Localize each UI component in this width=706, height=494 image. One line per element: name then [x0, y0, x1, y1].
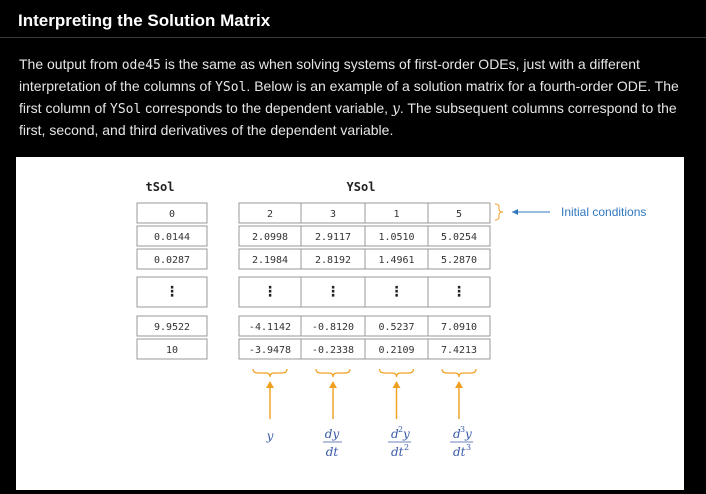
ysol-value: -0.8120 [312, 322, 354, 333]
ysol-value: 0.2109 [378, 345, 414, 356]
label-dt: dt [326, 445, 339, 459]
arrowhead-icon [329, 381, 337, 388]
ysol-cell [427, 315, 491, 337]
ysol-value: 1.0510 [378, 232, 414, 243]
ysol-header: YSol [347, 180, 376, 194]
label-d: d [453, 427, 461, 441]
ysol-value: 5.0254 [441, 232, 477, 243]
label-dy: dy [325, 427, 340, 441]
tsol-cell [136, 315, 208, 337]
matrix-diagram: tSol YSol 0 0.0144 0.0287 ⋮ 9.9522 10 2 3 1 5 2.0… [136, 180, 646, 459]
variable-y: y [391, 101, 400, 117]
ysol-value: ⋮ [390, 284, 404, 300]
tsol-value: 0 [169, 209, 175, 220]
ysol-value: 1.4961 [378, 255, 414, 266]
brace-icon [252, 368, 288, 378]
arrowhead-icon [392, 381, 401, 388]
ysol-value: ⋮ [452, 284, 466, 300]
ysol-value: 2.0998 [252, 232, 288, 243]
section-title: Interpreting the Solution Matrix [18, 11, 271, 30]
ysol-value: 2.1984 [252, 255, 288, 266]
initial-conditions-label: Initial conditions [561, 205, 646, 219]
ysol-cell [427, 248, 491, 270]
tsol-value: 10 [166, 345, 178, 356]
ysol-value: 7.4213 [441, 345, 477, 356]
ysol-value: ⋮ [263, 284, 277, 300]
superscript-3: 3 [460, 425, 465, 434]
brace-icon [378, 368, 415, 378]
label-y: y [266, 429, 274, 443]
brace-icon [494, 203, 504, 221]
ysol-value: ⋮ [326, 284, 340, 300]
tsol-cell [136, 225, 208, 247]
ysol-cell [427, 225, 491, 247]
arrowhead-icon [266, 381, 274, 388]
tsol-cell [136, 338, 208, 360]
ysol-cell [427, 338, 491, 360]
title-divider [0, 37, 706, 38]
initial-conditions-annotation: Initial conditions [494, 203, 646, 221]
derivative-labels: y dy dt d 2 y dt 2 d 3 y dt 3 [266, 425, 473, 459]
ysol-value: 2.8192 [315, 255, 351, 266]
arrowhead-icon [512, 209, 518, 215]
tsol-header: tSol [146, 180, 175, 194]
ysol-value: 5 [456, 209, 462, 220]
ysol-cell [427, 202, 491, 224]
tsol-column: 0 0.0144 0.0287 ⋮ 9.9522 10 [136, 202, 208, 360]
superscript-2: 2 [404, 443, 409, 452]
brace-icon [315, 368, 351, 378]
tsol-value: ⋮ [165, 284, 179, 300]
column-arrows [252, 368, 477, 419]
ysol-cell [364, 276, 429, 308]
brace-icon [441, 368, 477, 378]
ysol-value: -4.1142 [249, 322, 291, 333]
solution-matrix-figure: tSol YSol 0 0.0144 0.0287 ⋮ 9.9522 10 2 3 1 5 2.0… [16, 157, 684, 490]
ysol-value: 1 [393, 209, 399, 220]
label-y: y [464, 427, 472, 441]
ysol-cell [427, 276, 491, 308]
ysol-value: -3.9478 [249, 345, 291, 356]
superscript-3: 3 [466, 443, 471, 452]
label-y: y [402, 427, 410, 441]
ysol-value: 5.2870 [441, 255, 477, 266]
label-dt: dt [453, 445, 466, 459]
tsol-value: 0.0287 [154, 255, 190, 266]
tsol-cell [136, 248, 208, 270]
ysol-value: 2 [267, 209, 273, 220]
ysol-value: -0.2338 [312, 345, 354, 356]
arrowhead-icon [455, 381, 463, 388]
ysol-cell [238, 276, 302, 308]
tsol-value: 0.0144 [154, 232, 190, 243]
label-dt: dt [391, 445, 404, 459]
ysol-matrix: 2 3 1 5 2.0998 2.9117 1.0510 5.0254 2.1984 2.8192… [238, 202, 491, 360]
code-ysol: YSol [110, 102, 142, 117]
ysol-value: 3 [330, 209, 336, 220]
code-ysol: YSol [215, 80, 247, 95]
ysol-value: 2.9117 [315, 232, 351, 243]
tsol-cell [136, 202, 208, 224]
code-ode45: ode45 [121, 58, 161, 73]
ysol-value: 0.5237 [378, 322, 414, 333]
description-paragraph: The output from ode45 is the same as whe… [19, 56, 679, 138]
tsol-value: 9.9522 [154, 322, 190, 333]
tsol-cell [136, 276, 208, 308]
ysol-value: 7.0910 [441, 322, 477, 333]
label-d: d [391, 427, 399, 441]
superscript-2: 2 [398, 425, 403, 434]
